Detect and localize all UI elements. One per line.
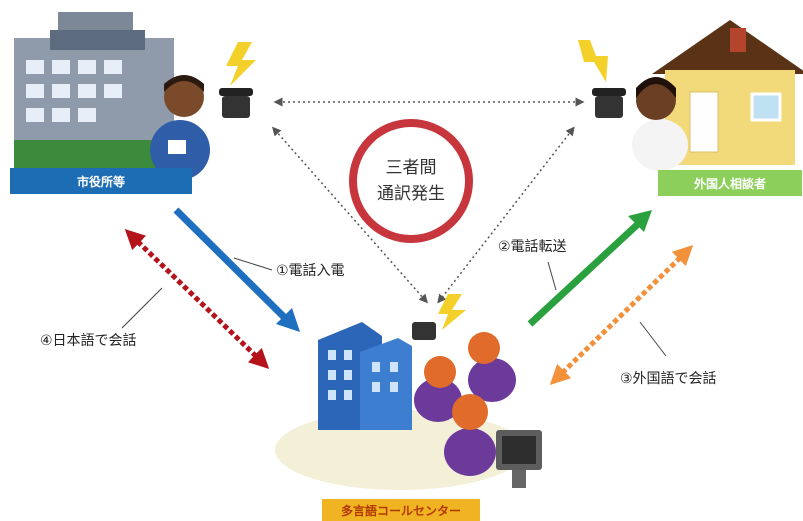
- city-office-label: 市役所等: [76, 174, 125, 189]
- center-line2: 通訳発生: [377, 184, 445, 204]
- step1-label: ①電話入電: [276, 263, 345, 279]
- lightning-icon-right: [578, 40, 608, 82]
- leader-step3: [639, 321, 667, 357]
- office-worker-icon: [150, 75, 210, 180]
- foreign-consultant-label-bar: [658, 170, 802, 196]
- dotted-link-consultant-center: [437, 126, 575, 304]
- computer-monitor-icon: [496, 430, 542, 488]
- three-party-center-text: 三者間 通訳発生: [361, 155, 461, 207]
- leader-step1: [233, 257, 273, 271]
- call-center-label: 多言語コールセンター: [340, 503, 461, 518]
- operator-group-icon: [414, 332, 516, 476]
- center-line1: 三者間: [385, 158, 437, 178]
- three-party-ring: [349, 119, 473, 243]
- house-icon: [652, 20, 803, 165]
- consultant-person-icon: [632, 77, 688, 171]
- city-office-building-icon: [14, 12, 174, 168]
- phone-icon-left: [219, 88, 253, 118]
- arrow-foreign-conversation: [549, 245, 694, 385]
- arrow-call-transfer: [527, 210, 652, 327]
- city-office-label-bar: [10, 168, 192, 194]
- step2-label: ②電話転送: [498, 239, 567, 255]
- lightning-icon-left: [226, 42, 256, 86]
- call-center-illustration: [275, 294, 542, 490]
- call-center-label-bar: [322, 499, 480, 521]
- step4-label: ④日本語で会話: [40, 333, 137, 349]
- leader-step4: [121, 287, 163, 329]
- arrow-japanese-conversation: [124, 229, 270, 369]
- foreign-consultant-label: 外国人相談者: [693, 176, 766, 191]
- step3-label: ③外国語で会話: [620, 371, 717, 387]
- phone-icon-right: [592, 88, 626, 118]
- leader-step2: [547, 261, 557, 291]
